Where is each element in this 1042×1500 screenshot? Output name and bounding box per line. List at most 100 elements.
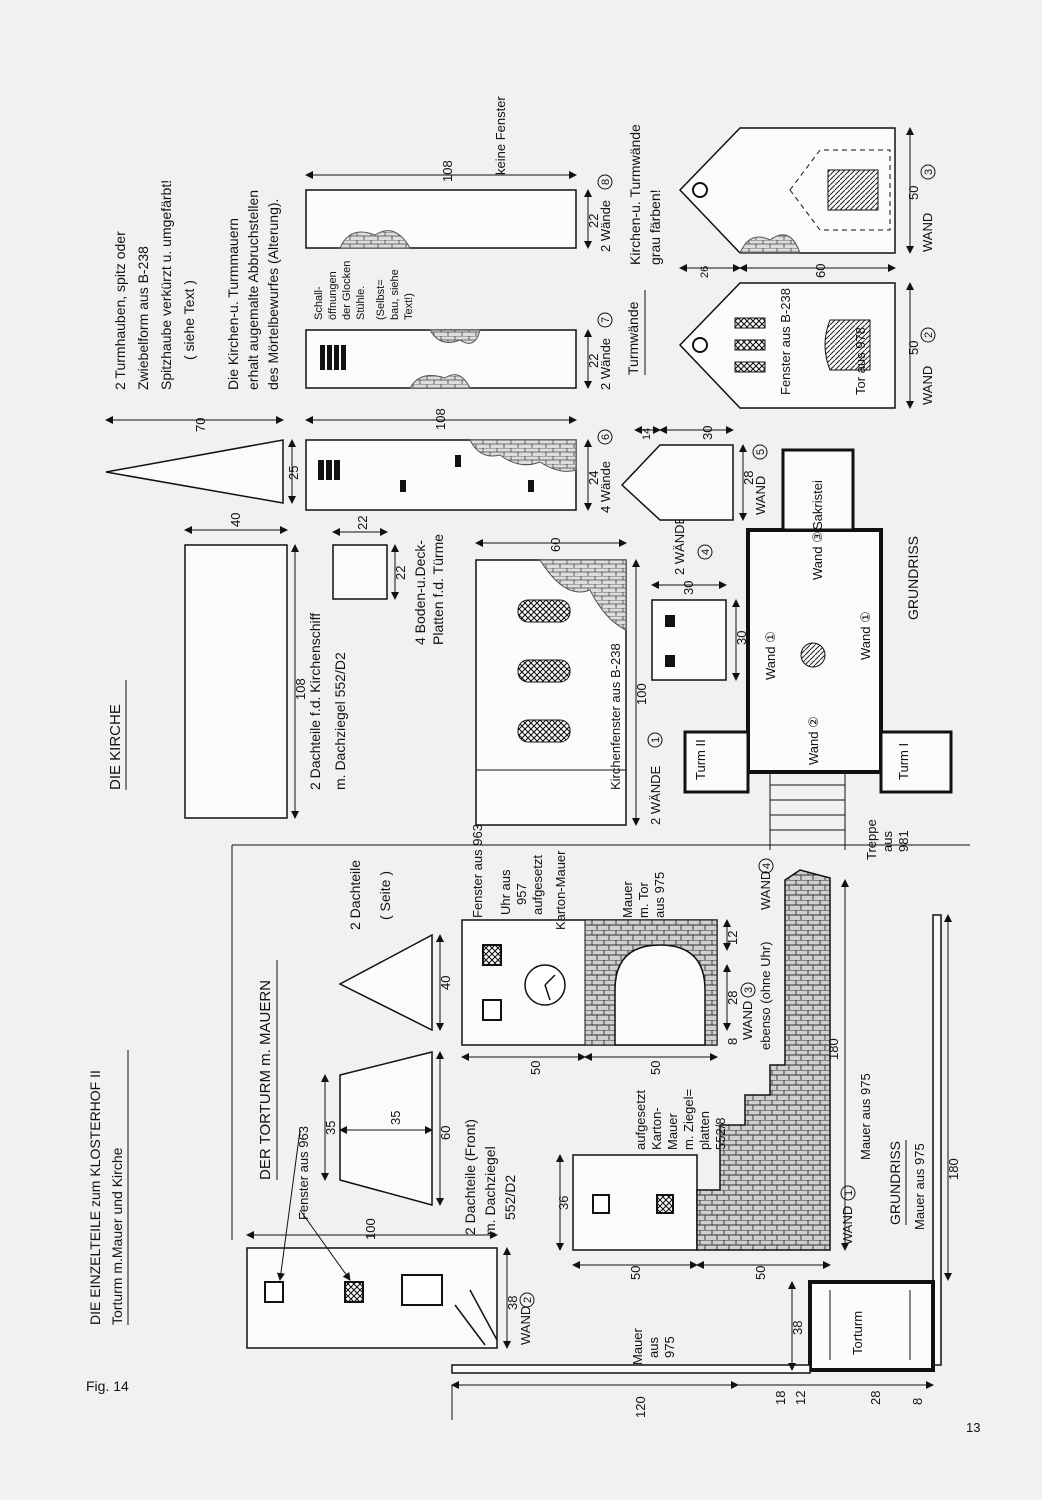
dim-26-w3: 26 — [699, 266, 711, 278]
dim-28-tt: 28 — [725, 991, 740, 1005]
bottom-dim-28: 28 — [868, 1391, 883, 1405]
heading-line1: DIE EINZELTEILE zum KLOSTERHOF II — [87, 1070, 103, 1325]
dim-180a-tt: 180 — [826, 1038, 841, 1060]
dim-22-w8: 22 — [586, 214, 601, 228]
dim-50-w3: 50 — [906, 186, 921, 200]
dach-caption-2: m. Dachziegel 552/D2 — [332, 652, 348, 790]
num-w7: 7 — [600, 317, 612, 323]
dach-front-trapezoid — [339, 1051, 433, 1206]
dim-14-w5: 14 — [641, 428, 653, 440]
mauer-tor-label: Mauer m. Tor aus 975 — [620, 872, 667, 918]
svg-text:der Glocken: der Glocken — [341, 261, 353, 320]
svg-text:Mauer: Mauer — [620, 880, 635, 918]
svg-text:(Selbst=: (Selbst= — [375, 279, 387, 320]
dim-35b-tt: 35 — [388, 1111, 403, 1125]
bodenplatte — [332, 544, 388, 600]
caption-w2: WAND — [920, 366, 935, 405]
num-w3: 3 — [923, 169, 935, 175]
note-mauern: Die Kirchen-u. Turmmauern erhalt augemal… — [225, 190, 281, 390]
svg-text:des Mörtelbewurfes (Alterung).: des Mörtelbewurfes (Alterung). — [265, 199, 281, 390]
note-grau: Kirchen-u. Turmwände grau färben! — [627, 124, 663, 265]
aufgesetzt-note: aufgesetzt Karton- Mauer m. Ziegel= plat… — [633, 1089, 728, 1150]
ebenso-label: ebenso (ohne Uhr) — [758, 942, 773, 1050]
torturm-wand-2 — [246, 1247, 498, 1349]
torturm-grundriss — [808, 1280, 935, 1372]
dim-100-w1: 100 — [634, 683, 649, 705]
dim-35a-tt: 35 — [323, 1121, 338, 1135]
boden-caption-1: 4 Boden-u.Deck- — [412, 540, 428, 645]
turmhaube-triangle — [105, 439, 284, 504]
svg-text:Spitzhaube verkürzt u. umgefär: Spitzhaube verkürzt u. umgefärbt! — [158, 180, 174, 390]
dim-30a-w4: 30 — [681, 581, 696, 595]
dach-front-2: m. Dachziegel — [482, 1146, 498, 1235]
dach-caption-1: 2 Dachteile f.d. Kirchenschiff — [307, 613, 323, 790]
page-number: 13 — [966, 1420, 981, 1435]
grundriss-sakristei — [781, 448, 855, 532]
grundriss-kirche-label: GRUNDRISS — [905, 536, 921, 620]
keine-fenster: keine Fenster — [493, 96, 508, 175]
bottom-dim-120: 120 — [633, 1396, 648, 1418]
bottom-dim-8: 8 — [910, 1398, 925, 1405]
dim-108-dach: 108 — [293, 678, 308, 700]
svg-text:aus: aus — [880, 831, 895, 852]
gr-wand1a: Wand ① — [763, 631, 778, 680]
svg-text:grau färben!: grau färben! — [647, 190, 663, 266]
dim-100-tt: 100 — [363, 1218, 378, 1240]
dim-50d-tt: 50 — [753, 1266, 768, 1280]
tor-978-label: Tor aus 978 — [853, 327, 868, 395]
dim-60-w1: 60 — [548, 538, 563, 552]
torturm-section: DIE EINZELTEILE zum KLOSTERHOF II Tortur… — [87, 824, 961, 1420]
fenster963-a: Fenster aus 963 — [296, 1126, 311, 1220]
treppe — [769, 772, 846, 850]
dim-50b-tt: 50 — [648, 1061, 663, 1075]
turm1-label: Turm I — [896, 743, 911, 780]
svg-text:Text!): Text!) — [403, 293, 415, 320]
wand4-tt-num: 4 — [761, 863, 773, 869]
wand2-tt-num: 2 — [522, 1297, 534, 1303]
dach-seite-2: ( Seite ) — [377, 871, 393, 920]
grundriss-tt-label: GRUNDRISS — [887, 1141, 903, 1225]
wand1-tt-caption: WAND — [840, 1206, 855, 1245]
wand3-tt-num: 3 — [743, 987, 755, 993]
dim-24-w6: 24 — [586, 471, 601, 485]
num-w2: 2 — [923, 332, 935, 338]
turmwaende-label: Turmwände — [625, 301, 641, 375]
dim-38b-tt: 38 — [790, 1321, 805, 1335]
dach-seite-triangle — [338, 933, 433, 1032]
dim-60-w3: 60 — [813, 264, 828, 278]
svg-text:Kirchen-u. Turmwände: Kirchen-u. Turmwände — [627, 124, 643, 265]
dach-front-3: 552/D2 — [502, 1175, 518, 1220]
dim-60-tt: 60 — [438, 1126, 453, 1140]
svg-text:aufgesetzt: aufgesetzt — [530, 855, 545, 915]
svg-text:aus 975: aus 975 — [652, 872, 667, 918]
caption-w4: 2 WÄNDE — [672, 515, 687, 575]
svg-text:öffnungen: öffnungen — [327, 271, 339, 320]
dim-30-w5: 30 — [700, 426, 715, 440]
svg-text:m. Ziegel=: m. Ziegel= — [681, 1089, 696, 1150]
dim-40-tt: 40 — [438, 976, 453, 990]
grundriss-turm2 — [683, 730, 750, 794]
dim-108-w8: 108 — [440, 160, 455, 182]
kirche-section: DIE KIRCHE 108 40 2 Dachteile f.d. Kirch… — [105, 96, 953, 860]
caption-w6: 4 Wände — [598, 461, 613, 513]
dim-30b-w4: 30 — [734, 631, 749, 645]
dim-25: 25 — [286, 466, 301, 480]
uhr-note: Uhr aus 957 aufgesetzt — [498, 855, 545, 915]
dim-180b-tt: 180 — [946, 1158, 961, 1180]
note-turmhauben: 2 Turmhauben, spitz oder Zwiebelform aus… — [112, 180, 197, 390]
svg-text:Schall-: Schall- — [313, 286, 325, 320]
dim-70: 70 — [193, 418, 208, 432]
fenster963-b: Fenster aus 963 — [470, 824, 485, 918]
torturm-title: DER TORTURM m. MAUERN — [257, 980, 274, 1180]
svg-text:2 Turmhauben, spitz oder: 2 Turmhauben, spitz oder — [112, 231, 128, 390]
dim-12-tt: 12 — [725, 931, 740, 945]
svg-text:Treppe: Treppe — [864, 819, 879, 860]
dim-28-w5: 28 — [741, 471, 756, 485]
caption-w3: WAND — [920, 213, 935, 252]
dim-8-tt: 8 — [725, 1038, 740, 1045]
kirchenwand-4 — [651, 599, 727, 681]
mauer-strip-v — [932, 914, 942, 1366]
svg-text:( siehe Text ): ( siehe Text ) — [181, 280, 197, 360]
gr-wand3: Wand ③ — [810, 531, 825, 580]
